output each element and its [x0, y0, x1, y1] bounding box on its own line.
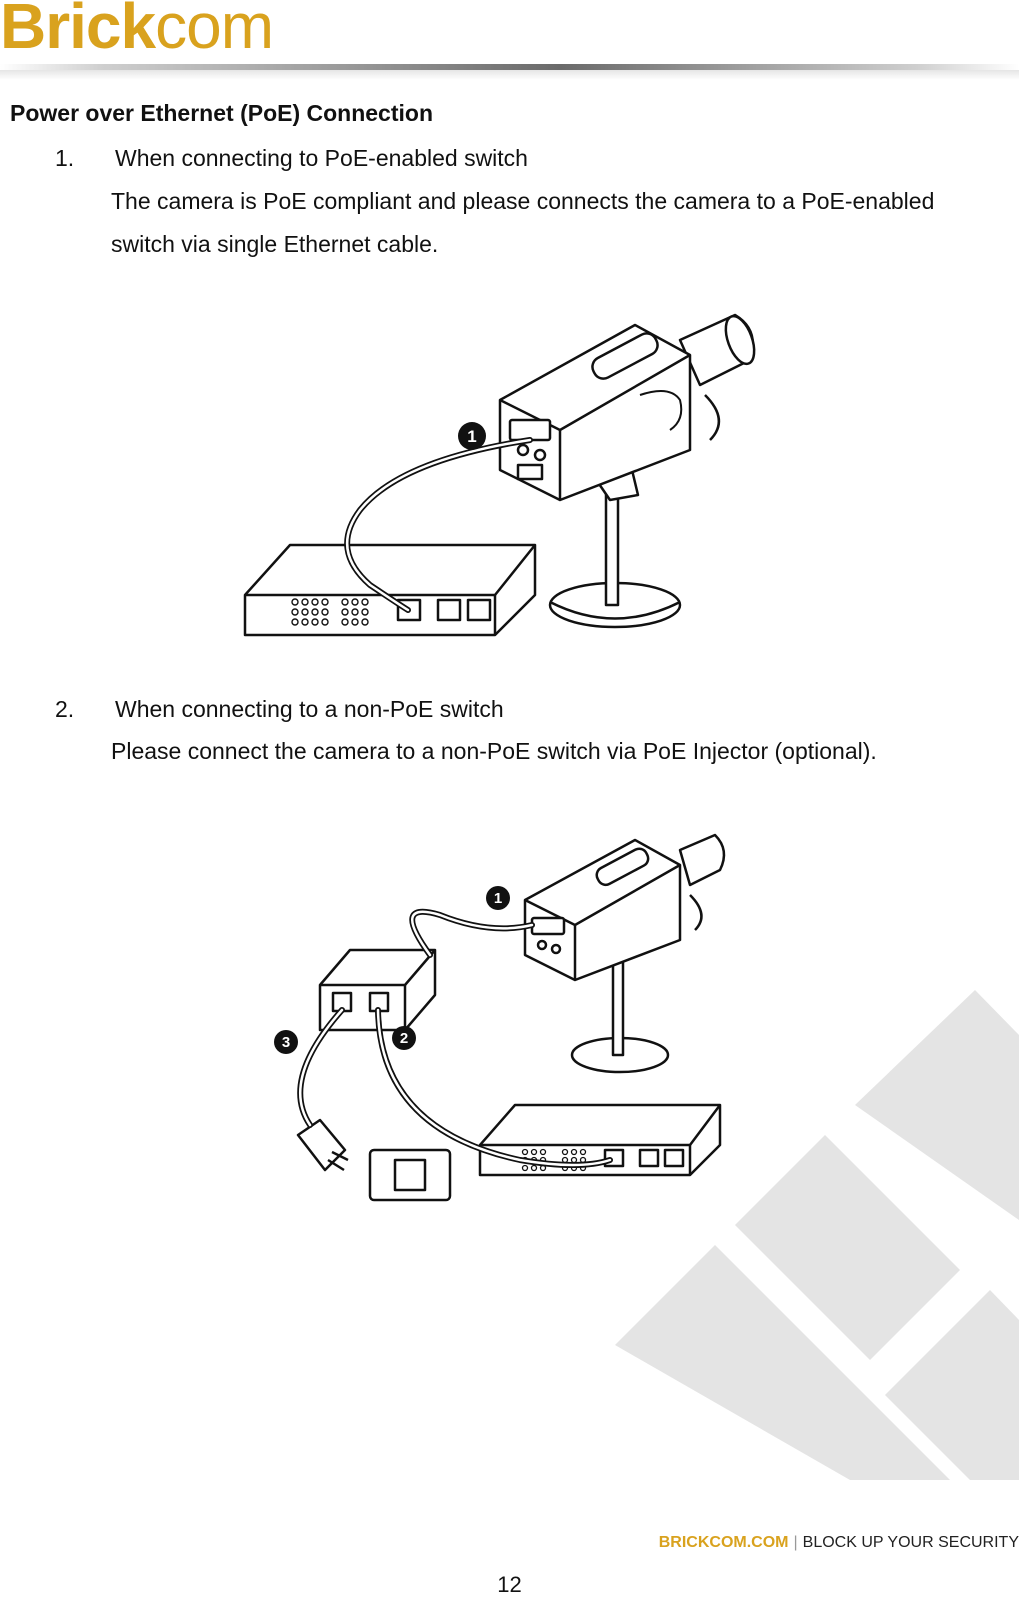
header-divider [0, 64, 1019, 70]
section-title: Power over Ethernet (PoE) Connection [10, 100, 433, 126]
footer-site: BRICKCOM.COM [658, 1534, 789, 1551]
poe-switch-diagram: 1 [243, 313, 756, 637]
item-1-text: The camera is PoE compliant and please c… [111, 180, 1011, 266]
logo-brick: Brick [0, 0, 156, 62]
callout-1-label: 1 [467, 427, 476, 446]
footer-brand: BRICKCOM.COM|BLOCK UP YOUR SECURITY [659, 1534, 1019, 1552]
item-2-text-line1: Please connect the camera to a non-PoE s… [111, 738, 877, 764]
camera-body [498, 323, 692, 502]
item-2-heading: When connecting to a non-PoE switch [115, 696, 504, 722]
page-number: 12 [497, 1572, 522, 1597]
poe-injector-diagram: 1 2 3 [274, 833, 726, 1202]
callout-1 [458, 422, 486, 450]
logo-com: com [155, 0, 274, 62]
poe-switch-body [243, 543, 537, 637]
switch-port-3 [466, 598, 492, 622]
callout-1-label: 1 [494, 890, 502, 907]
injector-to-camera-cable [409, 908, 535, 958]
item-1-text-line2: switch via single Ethernet cable. [111, 231, 439, 257]
callout-3 [274, 1030, 298, 1054]
non-poe-switch-body [478, 1103, 722, 1177]
item-1-number: 1. [55, 145, 75, 171]
callout-2-label: 2 [400, 1030, 408, 1047]
item-2-text: Please connect the camera to a non-PoE s… [111, 730, 1011, 773]
brick-watermark-icon [615, 990, 1019, 1480]
switch-port-2 [436, 598, 462, 622]
item-2-number: 2. [55, 696, 75, 722]
header-shadow [0, 70, 1019, 80]
item-1-text-line1: The camera is PoE compliant and please c… [111, 188, 935, 214]
item-1-heading: When connecting to PoE-enabled switch [115, 145, 528, 171]
brickcom-logo: Brickcom [0, 0, 274, 58]
power-plug [296, 1118, 347, 1172]
callout-1 [486, 886, 510, 910]
footer-separator: | [793, 1534, 798, 1551]
callout-3-label: 3 [282, 1034, 290, 1051]
footer-tagline: BLOCK UP YOUR SECURITY [802, 1534, 1019, 1551]
callout-2 [392, 1026, 416, 1050]
